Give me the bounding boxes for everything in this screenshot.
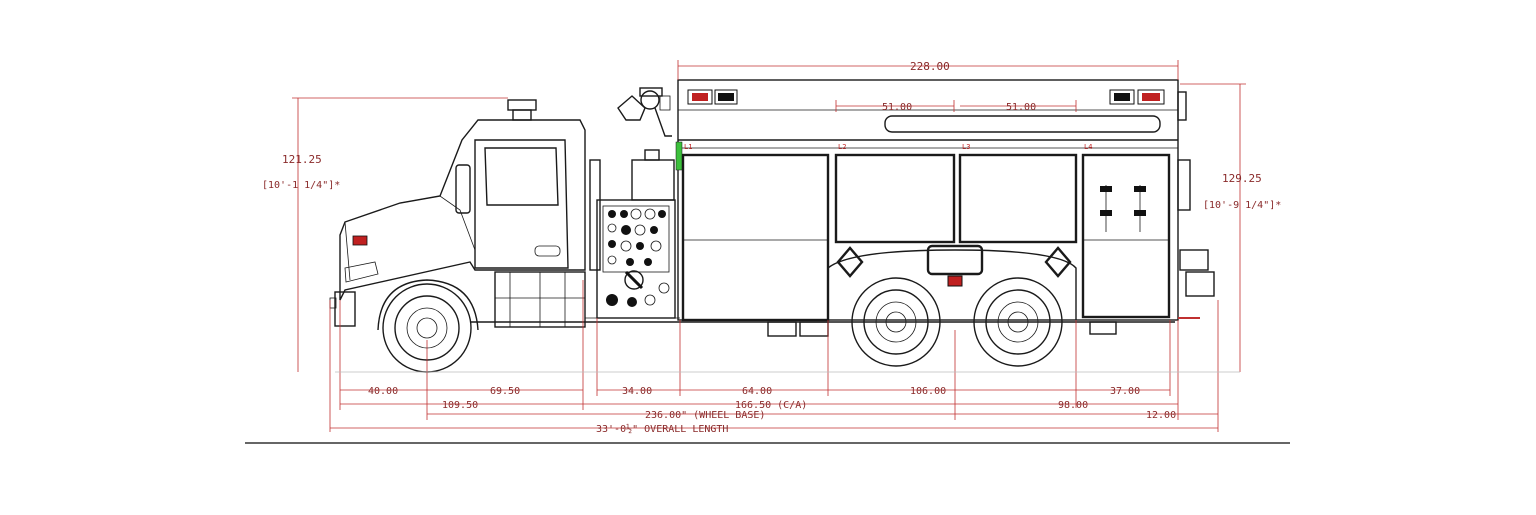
dim-height-left: 121.25: [282, 153, 322, 166]
dim-rear-compartment: 37.00: [1110, 386, 1140, 397]
dim-rear-to-end: 98.00: [1058, 400, 1088, 411]
dim-overall-length: 33'-0½" OVERALL LENGTH: [596, 423, 728, 435]
dim-ca: 166.50 (C/A): [735, 400, 807, 411]
pump-panel: [596, 149, 676, 319]
rear-wheel-2: [973, 277, 1063, 367]
dim-front-overhang: 40.00: [368, 386, 398, 397]
dim-height-right: 129.25: [1222, 172, 1262, 185]
apparatus-body: L1 L2 L3 L4: [675, 79, 1215, 337]
dim-height-left-ft: [10'-1 1/4"]*: [262, 180, 340, 191]
front-wheel: [377, 279, 479, 373]
dim-upper-span-1: 51.00: [882, 102, 912, 113]
compartment-label-l2: L2: [838, 143, 846, 151]
cab-chassis: [329, 99, 1175, 328]
dim-gap-to-body: 34.00: [622, 386, 652, 397]
rear-wheel-1: [851, 277, 941, 367]
compartment-label-l3: L3: [962, 143, 970, 151]
dimension-labels: 228.00 51.00 51.00 121.25 [10'-1 1/4"]* …: [262, 60, 1281, 435]
deck-gun-monitor: [617, 87, 672, 137]
dim-wheel-span: 106.00: [910, 386, 946, 397]
dim-compartment-length: 64.00: [742, 386, 772, 397]
dim-front-to-back-of-cab: 109.50: [442, 400, 478, 411]
dim-height-right-ft: [10'-9 1/4"]*: [1203, 200, 1281, 211]
dim-top-length: 228.00: [910, 60, 950, 73]
compartment-label-l4: L4: [1084, 143, 1092, 151]
dimension-lines: [292, 60, 1246, 432]
dim-axle-to-cab: 69.50: [490, 386, 520, 397]
dim-wheelbase: 236.00" (WHEEL BASE): [645, 410, 765, 421]
compartment-label-l1: L1: [684, 143, 692, 151]
headlight: [352, 235, 368, 246]
dim-rear-step: 12.00: [1146, 410, 1176, 421]
dim-upper-span-2: 51.00: [1006, 102, 1036, 113]
